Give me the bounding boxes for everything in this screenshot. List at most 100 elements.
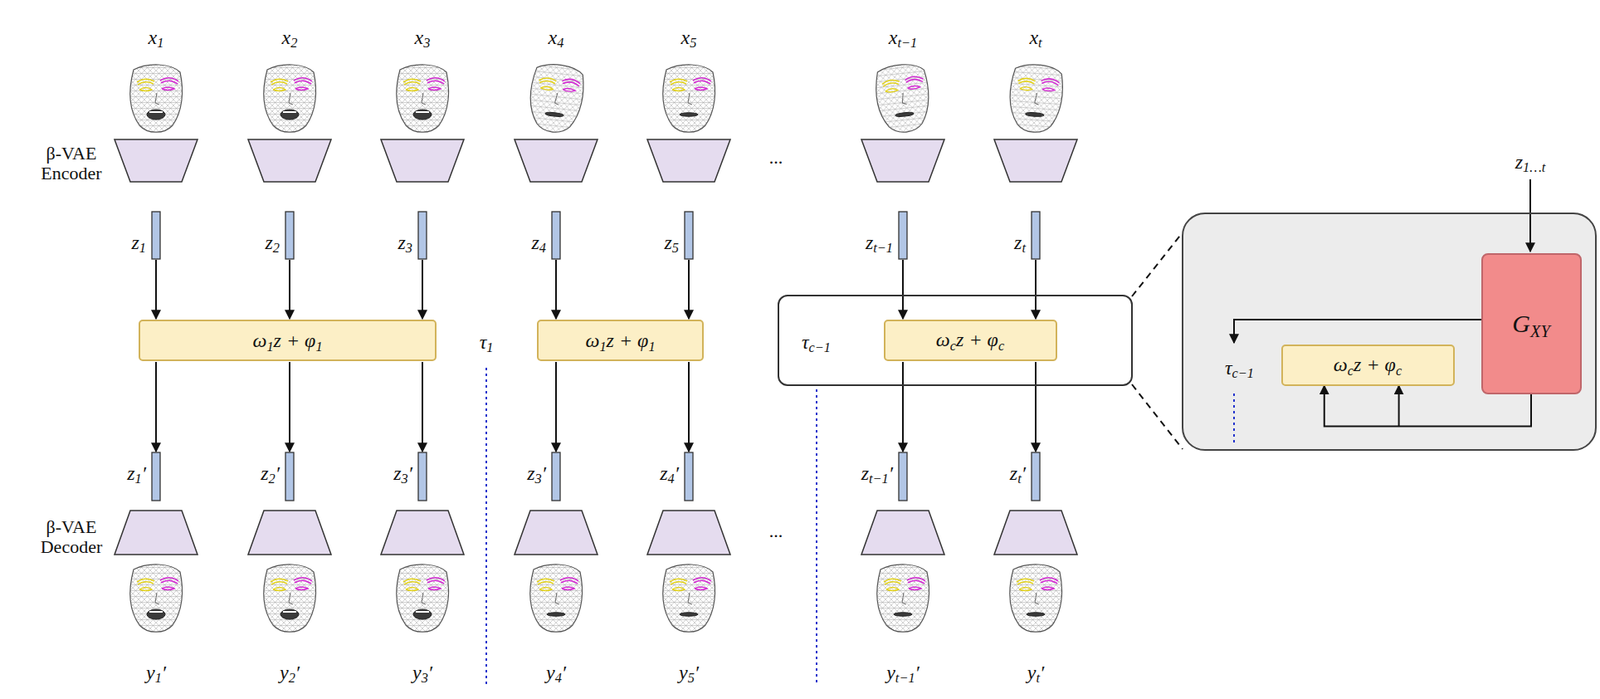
transform-box: ωcz + φc	[883, 319, 1058, 361]
latent-bar	[285, 211, 294, 259]
decoder-block	[994, 510, 1078, 555]
node-label: ωcz + φc	[1333, 353, 1402, 376]
math-label: x3	[414, 26, 431, 49]
decoder-block	[647, 510, 731, 555]
columns	[114, 62, 1078, 632]
latent-arrow	[687, 259, 690, 319]
node-label: τc−1	[1224, 356, 1254, 379]
math-label: z1′	[126, 462, 147, 484]
face-mesh	[263, 64, 317, 132]
latent-arrow	[288, 361, 291, 452]
math-label: z4′	[659, 462, 679, 484]
panel-layer	[1181, 212, 1597, 451]
zoom-panel-fill	[1181, 212, 1597, 451]
connector-path	[1131, 232, 1183, 297]
math-label: z3′	[526, 462, 547, 484]
math-label: x4	[548, 26, 565, 49]
latent-bar	[151, 452, 161, 501]
latent-arrow	[421, 259, 424, 319]
math-label: z2′	[260, 462, 280, 484]
latent-arrow	[687, 361, 690, 452]
math-label: y5′	[678, 661, 699, 683]
math-label: z4	[531, 231, 547, 254]
latent-arrow	[421, 361, 424, 452]
latent-bar	[418, 452, 427, 501]
transform-box: ω1z + φ1	[536, 319, 704, 361]
generator-box: GXY	[1481, 253, 1582, 395]
latent-arrow	[155, 361, 157, 452]
block-label: ...	[769, 521, 784, 542]
block-label: ...	[769, 147, 784, 168]
latent-arrow	[902, 361, 904, 452]
decoder-block	[514, 510, 598, 555]
latent-bar	[1031, 452, 1040, 501]
node-label: ωcz + φc	[936, 328, 1005, 352]
math-label: y3′	[412, 661, 433, 683]
face-mesh	[877, 564, 930, 632]
node-label: ω1z + φ1	[252, 329, 322, 352]
block-label: β-VAE Decoder	[24, 517, 118, 557]
face-mesh	[1009, 564, 1063, 632]
connector	[1131, 232, 1183, 297]
face-mesh	[530, 564, 583, 632]
math-label: z1…t	[1515, 151, 1547, 173]
math-label: zt	[1014, 231, 1026, 254]
encoder-block	[994, 139, 1078, 182]
latent-arrow	[155, 259, 157, 319]
decoder-block	[114, 510, 198, 555]
face-mesh	[263, 564, 317, 632]
node-label: ω1z + φ1	[585, 329, 655, 352]
math-label: xt−1	[888, 26, 918, 49]
math-label: τ1	[479, 331, 494, 353]
encoder-block	[647, 139, 731, 182]
math-label: z5	[664, 231, 680, 254]
latent-bar	[551, 211, 561, 259]
math-label: zt′	[1009, 462, 1026, 484]
latent-bar	[1031, 211, 1040, 259]
latent-arrow	[1034, 361, 1037, 452]
input-arrow	[1529, 179, 1532, 252]
node-label: GXY	[1512, 309, 1550, 338]
face-mesh	[663, 564, 716, 632]
face-mesh	[130, 564, 183, 632]
boundary-line	[815, 389, 818, 684]
latent-arrow	[902, 259, 904, 319]
math-label: x1	[148, 26, 165, 49]
math-label: z3′	[393, 462, 413, 484]
latent-bar	[418, 211, 427, 259]
math-label: x2	[282, 26, 298, 49]
decoder-block	[380, 510, 464, 555]
latent-bar	[551, 452, 561, 501]
latent-bar	[684, 452, 693, 501]
decoder-block	[861, 510, 945, 555]
encoder-block	[380, 139, 464, 182]
math-label: zt−1	[865, 231, 893, 254]
math-label: yt−1′	[886, 661, 920, 683]
latent-arrow	[288, 259, 291, 319]
math-label: xt	[1029, 26, 1042, 49]
boundary-arrow	[1234, 319, 1482, 343]
math-label: z2	[265, 231, 281, 254]
face-mesh	[526, 62, 586, 135]
math-label: y2′	[279, 661, 300, 683]
decoder-block	[248, 510, 332, 555]
math-label: y1′	[146, 661, 166, 683]
math-label: z1	[131, 231, 147, 254]
node-label: τc−1	[801, 330, 831, 353]
face-mesh	[130, 64, 183, 132]
transform-box: ω1z + φ1	[138, 319, 437, 361]
math-label: zt−1′	[861, 462, 893, 484]
encoder-block	[861, 139, 945, 182]
boundary-line	[485, 367, 488, 684]
boundary-line	[1233, 393, 1235, 445]
zoom-panel: τc−1 ωcz + φc GXY	[1181, 212, 1597, 451]
math-label: yt′	[1027, 661, 1044, 683]
face-mesh	[663, 64, 716, 132]
latent-arrow	[555, 361, 557, 452]
highlight-frame: τc−1 ωcz + φc	[777, 294, 1133, 386]
face-mesh	[396, 564, 449, 632]
math-label: x5	[681, 26, 698, 49]
encoder-block	[114, 139, 198, 182]
transform-box: ωcz + φc	[1281, 344, 1455, 386]
